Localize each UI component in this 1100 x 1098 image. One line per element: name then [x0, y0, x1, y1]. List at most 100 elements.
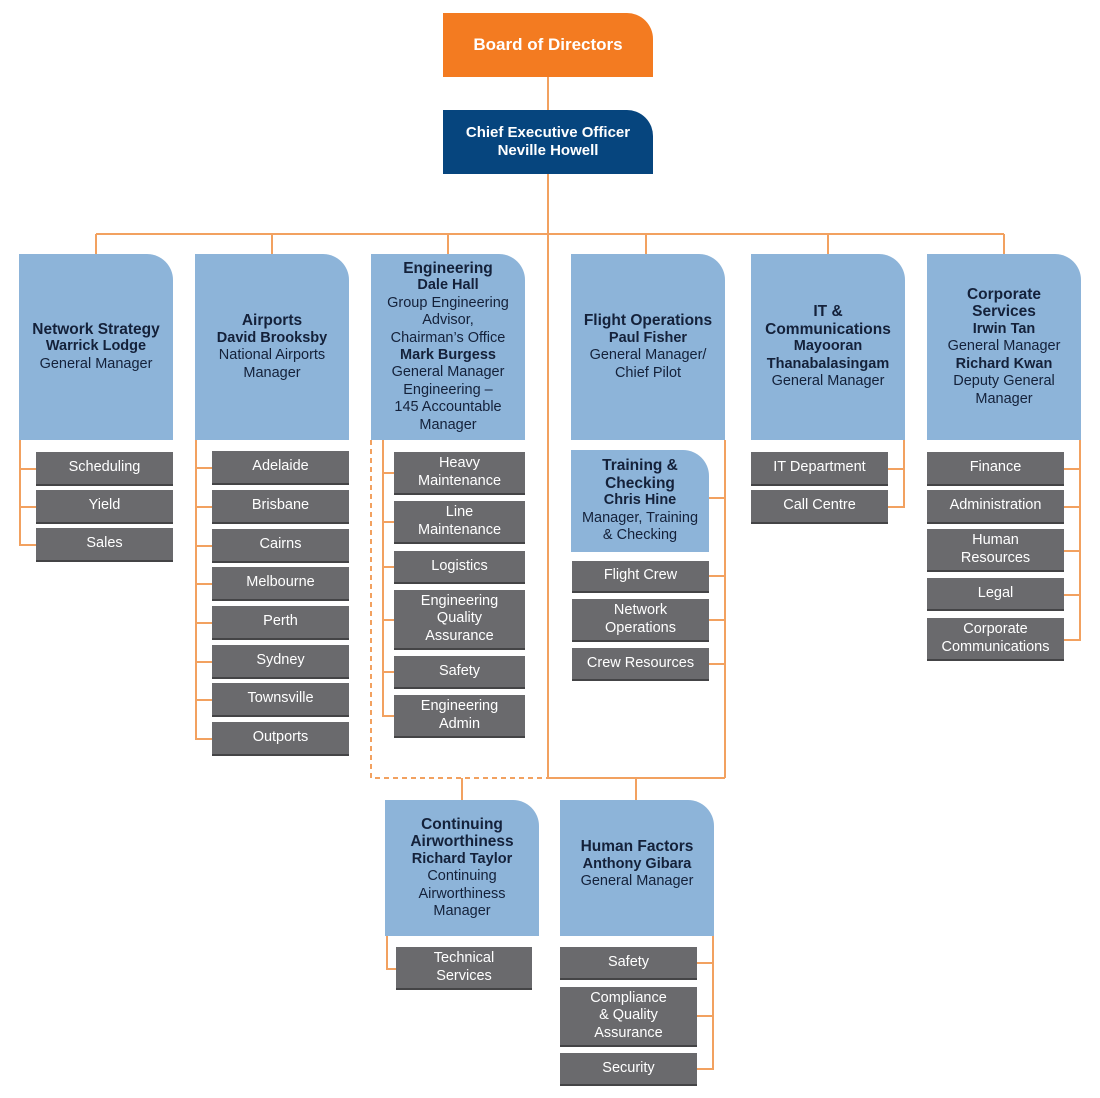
- airports-item: Adelaide: [212, 451, 349, 485]
- human-factors-item: Security: [560, 1053, 697, 1086]
- airports-head-role: Manager: [243, 364, 301, 381]
- continuing-airworthiness-head-role: Airworthiness: [418, 885, 506, 902]
- it-communications-title: Communications: [765, 320, 891, 338]
- network-strategy-item: Scheduling: [36, 452, 173, 486]
- item-label: Logistics: [431, 557, 488, 574]
- item-label: Communications: [941, 638, 1050, 655]
- item-label: Maintenance: [417, 521, 502, 538]
- training-checking-head-role: & Checking: [602, 527, 678, 544]
- item-label: Yield: [88, 497, 121, 514]
- item-label: IT Department: [773, 459, 866, 476]
- item-label: Outports: [252, 729, 309, 746]
- item-label: Human: [972, 532, 1019, 548]
- engineering-item: Safety: [394, 656, 525, 689]
- engineering-head-role: Group Engineering: [387, 294, 509, 311]
- item-label: Quality: [436, 610, 483, 627]
- item-label: Legal: [977, 584, 1014, 601]
- item-label: Crew Resources: [586, 654, 695, 671]
- item-label: Admin: [438, 715, 481, 732]
- engineering-head-role: Chairman’s Office: [390, 329, 506, 346]
- network-strategy-head-role: General Manager: [39, 355, 153, 372]
- corporate-services-title: Corporate: [966, 285, 1042, 303]
- item-label: Compliance: [590, 989, 667, 1006]
- item-label: Townsville: [247, 690, 314, 707]
- item-label: Corporate: [963, 621, 1028, 637]
- flight-operations-box: Flight Operations Paul Fisher General Ma…: [571, 254, 725, 440]
- ceo-name: Neville Howell: [497, 142, 599, 159]
- item-label: Safety: [438, 662, 481, 679]
- network-strategy-box: Network Strategy Warrick Lodge General M…: [19, 254, 173, 440]
- flight-operations-head-role: Chief Pilot: [614, 364, 682, 381]
- airports-item: Melbourne: [212, 567, 349, 601]
- item-label: Adelaide: [252, 458, 309, 475]
- item-label: Heavy: [438, 455, 481, 471]
- engineering-head-name: Mark Burgess: [400, 347, 496, 363]
- human-factors-box: Human Factors Anthony Gibara General Man…: [560, 800, 714, 936]
- airports-head-name: David Brooksby: [216, 329, 328, 346]
- item-label: Perth: [263, 613, 298, 630]
- item-label: Call Centre: [783, 497, 856, 514]
- it-communications-item: Call Centre: [751, 490, 888, 524]
- engineering-head-role: 145 Accountable: [394, 399, 502, 416]
- item-label: Engineering: [420, 698, 499, 714]
- board-title: Board of Directors: [473, 35, 623, 55]
- it-communications-item: IT Department: [751, 452, 888, 486]
- engineering-head-name: Dale Hall: [417, 277, 479, 294]
- corporate-services-item: Legal: [927, 578, 1064, 611]
- corporate-services-item: Finance: [927, 452, 1064, 486]
- engineering-head-role: General Manager: [391, 364, 505, 381]
- flight-operations-head-role: General Manager/: [589, 347, 707, 363]
- engineering-head-role: Engineering –: [403, 381, 493, 398]
- engineering-head-role: Advisor,: [422, 312, 474, 329]
- item-label: Administration: [949, 497, 1042, 514]
- item-label: Line: [445, 504, 474, 520]
- continuing-airworthiness-title: Airworthiness: [410, 833, 514, 850]
- corporate-services-title: Services: [972, 303, 1036, 321]
- flight-operations-item: Crew Resources: [572, 648, 709, 681]
- engineering-title: Engineering: [403, 259, 493, 277]
- corporate-services-head-name: Richard Kwan: [955, 355, 1053, 372]
- airports-item: Sydney: [212, 645, 349, 679]
- board-of-directors-box: Board of Directors: [443, 13, 653, 77]
- it-communications-box: IT & Communications Mayooran Thanabalasi…: [751, 254, 905, 440]
- corporate-services-item: Administration: [927, 490, 1064, 524]
- item-label: Flight Crew: [603, 567, 678, 584]
- item-label: Security: [602, 1059, 655, 1076]
- human-factors-head-role: General Manager: [580, 873, 694, 889]
- it-communications-head-name: Thanabalasingam: [766, 355, 890, 372]
- item-label: Assurance: [425, 627, 494, 644]
- ceo-title: Chief Executive Officer: [465, 124, 631, 141]
- continuing-airworthiness-head-role: Continuing: [427, 868, 497, 884]
- flight-operations-title: Flight Operations: [583, 312, 713, 329]
- corporate-services-box: Corporate Services Irwin Tan General Man…: [927, 254, 1081, 440]
- item-label: Network: [613, 602, 668, 618]
- corporate-services-head-role: General Manager: [947, 338, 1061, 355]
- corporate-services-head-role: Manager: [975, 390, 1033, 407]
- network-strategy-head-name: Warrick Lodge: [45, 338, 147, 355]
- network-strategy-title: Network Strategy: [32, 320, 160, 338]
- item-label: Finance: [969, 459, 1022, 476]
- flight-operations-item: Flight Crew: [572, 561, 709, 593]
- training-checking-head-name: Chris Hine: [603, 492, 677, 509]
- human-factors-item: Safety: [560, 947, 697, 980]
- it-communications-head-role: General Manager: [771, 373, 885, 390]
- network-strategy-item: Sales: [36, 528, 173, 562]
- it-communications-title: IT &: [813, 303, 843, 321]
- corporate-services-head-name: Irwin Tan: [972, 320, 1036, 337]
- continuing-airworthiness-title: Continuing: [421, 815, 503, 833]
- item-label: Technical: [433, 950, 495, 966]
- airports-item: Outports: [212, 722, 349, 756]
- flight-operations-head-name: Paul Fisher: [608, 329, 688, 346]
- item-label: Resources: [960, 549, 1031, 566]
- item-label: Safety: [607, 953, 650, 970]
- airports-title: Airports: [241, 312, 303, 329]
- training-checking-title: Training &: [602, 457, 678, 475]
